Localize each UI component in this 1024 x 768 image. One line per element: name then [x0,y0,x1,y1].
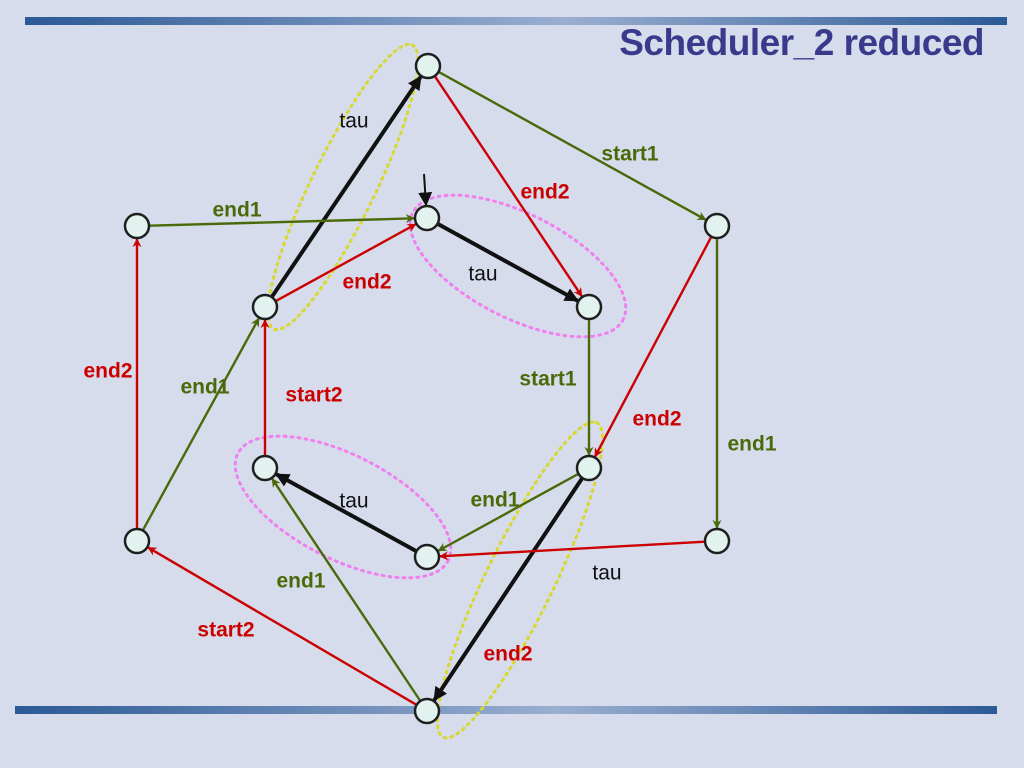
transition-label-A-H: end2 [520,181,569,204]
transition-A-H [433,75,583,297]
transition-label-M-J: start2 [197,619,254,642]
transition-label-I-M: tau [592,562,621,585]
transition-M-G [271,478,422,702]
transition-label-K-G: tau [339,490,368,513]
transition-C-F [436,222,579,303]
initial-state-arrow [418,173,433,207]
transition-label-M-G: end1 [276,570,325,593]
transition-labels: tau end2 start1 end1 end2 tau end2 end1 start1 en… [83,110,776,666]
transition-I-M [432,476,585,702]
state-node-E [251,293,279,321]
state-node-F [575,293,603,321]
transition-label-D-L: end1 [727,433,776,456]
transition-label-E-A: tau [339,110,368,133]
top-rule [25,17,1007,25]
transition-label-A-D: start1 [601,143,659,166]
transition-label-C-F: tau [468,263,497,286]
transition-label-G-E: start2 [285,384,342,407]
transition-label-J-B: end2 [83,360,132,383]
transitions [132,70,722,706]
transition-A-D [437,70,707,221]
transition-E-A [270,75,423,299]
cluster-bottom-left [233,434,453,580]
transition-label-B-C: end1 [212,199,261,222]
state-node-I [575,454,603,482]
transition-M-J [147,546,418,706]
bottom-rule [15,706,997,714]
transition-label-J-E: end1 [180,376,229,399]
state-clusters [233,42,628,740]
state-node-D [703,212,731,240]
state-node-L [703,527,731,555]
transition-K-G [275,472,418,553]
state-node-M [413,697,441,725]
state-node-K [413,543,441,571]
cluster-top-right [408,193,628,339]
states [123,52,731,725]
state-node-C [413,204,441,232]
transition-label-D-I: end2 [632,408,681,431]
state-node-J [123,527,151,555]
state-node-A [414,52,442,80]
transition-E-C [274,223,417,303]
transition-label-L-K: end2 [483,643,532,666]
transition-label-F-I: start1 [519,368,577,391]
transition-label-E-C: end2 [342,271,391,294]
state-node-B [123,212,151,240]
cluster-top-left [266,42,420,332]
page-title: Scheduler_2 reduced [619,22,984,63]
cluster-bottom-right [435,420,605,740]
transition-label-I-K: end1 [470,489,519,512]
transition-D-I [594,236,713,458]
transition-J-E [141,317,260,532]
transition-B-C [148,214,415,227]
transition-L-K [439,540,706,561]
state-node-G [251,454,279,482]
transition-I-K [437,472,580,552]
